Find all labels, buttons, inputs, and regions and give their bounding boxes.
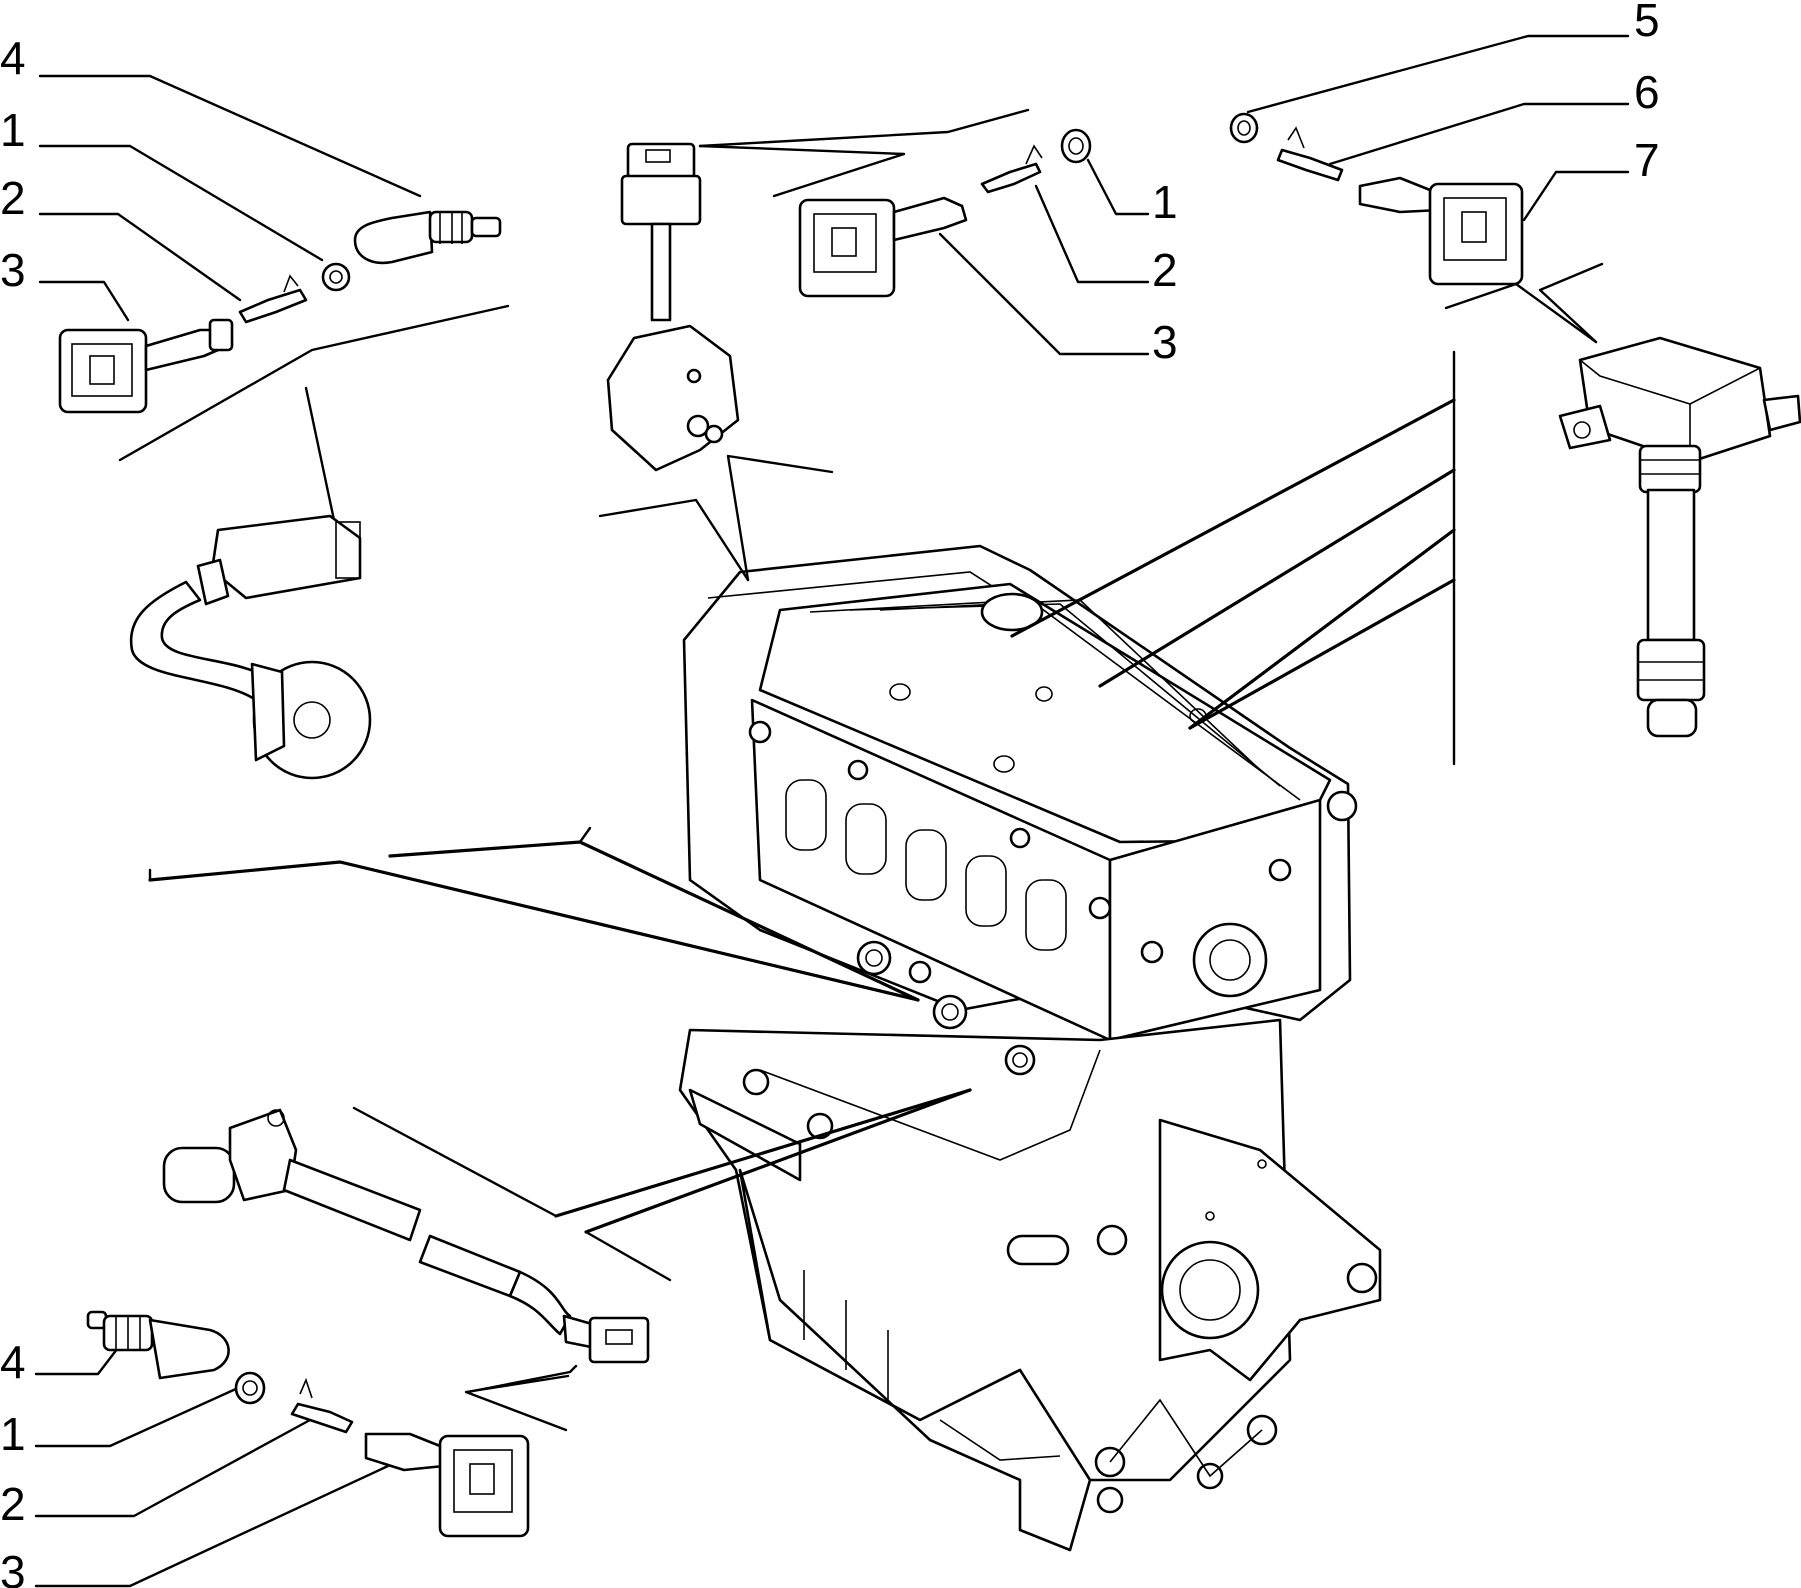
callout-top-right-6: 6	[1634, 66, 1660, 118]
callout-top-center-2: 2	[1152, 244, 1178, 296]
crankshaft-sensor	[162, 1108, 650, 1432]
callout-top-left-2: 2	[0, 172, 26, 224]
callout-bottom-left-4: 4	[0, 1336, 26, 1388]
callout-top-center-1: 1	[1152, 176, 1178, 228]
callout-top-right-7: 7	[1634, 134, 1660, 186]
callout-top-left-3: 3	[0, 244, 26, 296]
callout-bottom-left-1: 1	[0, 1408, 26, 1460]
callout-top-right-5: 5	[1634, 0, 1660, 46]
callout-bottom-left-2: 2	[0, 1478, 26, 1530]
engine-reference-leaders	[148, 350, 1456, 1282]
engine-block	[678, 544, 1382, 1552]
callout-top-left-4: 4	[0, 32, 26, 84]
sensor-assembly-top-center: 1 2 3	[606, 108, 1178, 472]
ignition-coil	[1558, 336, 1801, 738]
connector-assembly-top-left: 4 1 2 3	[0, 32, 502, 414]
callout-top-left-1: 1	[0, 104, 26, 156]
connector-assembly-top-right: 5 6 7	[1229, 0, 1660, 344]
knock-sensor	[118, 304, 510, 780]
callout-top-center-3: 3	[1152, 316, 1178, 368]
connector-assembly-bottom-left: 4 1 2 3	[0, 1310, 530, 1588]
callout-bottom-left-3: 3	[0, 1546, 26, 1588]
